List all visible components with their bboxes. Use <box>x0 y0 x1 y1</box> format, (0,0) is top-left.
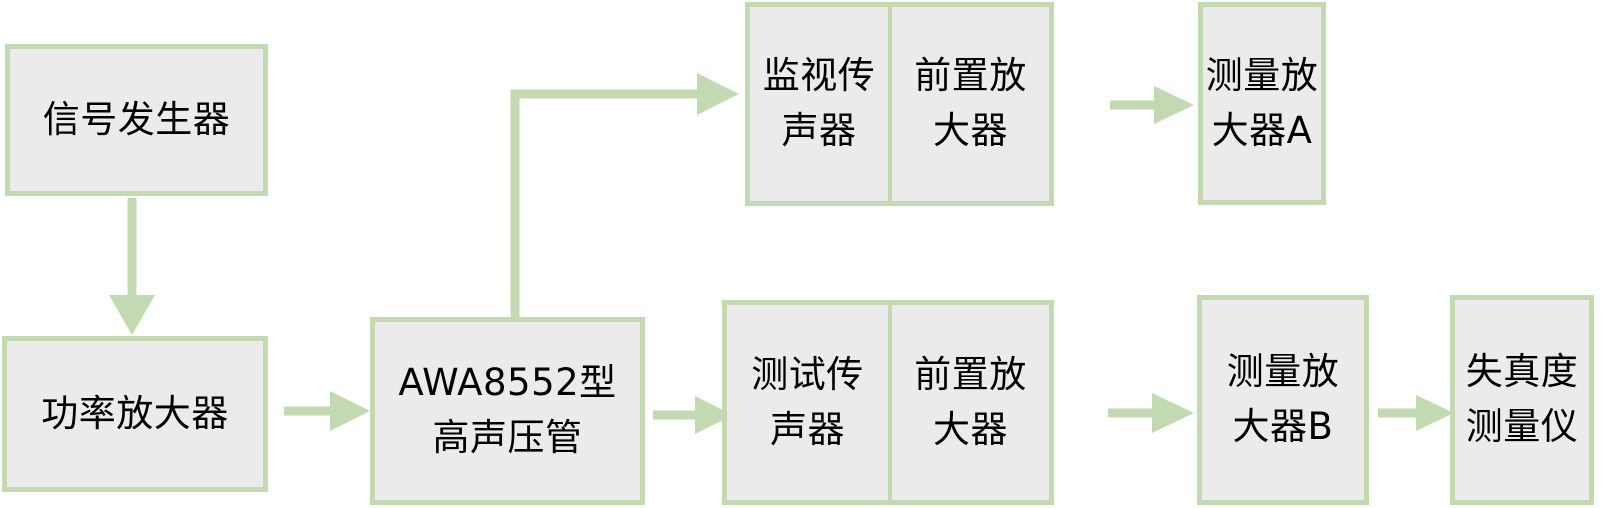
node-label-line: 测量仪 <box>1465 405 1579 448</box>
node-label-line: 前置放 <box>914 352 1027 396</box>
node-distortion-meter[interactable]: 失真度 测量仪 <box>1450 295 1594 505</box>
node-measuring-amplifier-b[interactable]: 测量放 大器B <box>1197 295 1369 505</box>
node-test-microphone[interactable]: 测试传 声器 <box>722 300 891 505</box>
connector-awa8552-to-monitor-microphone <box>505 73 755 330</box>
connector-preamplifier-bottom-to-measuring-amplifier-b <box>1054 392 1204 436</box>
node-label-line: 大器B <box>1232 405 1334 448</box>
node-label-line: AWA8552型 <box>398 361 617 405</box>
node-label-line: 大器 <box>933 109 1008 152</box>
node-label-line: 信号发生器 <box>42 97 231 141</box>
node-power-amplifier[interactable]: 功率放大器 <box>2 336 268 492</box>
node-label-line: 功率放大器 <box>41 391 229 435</box>
node-label-line: 测试传 <box>751 352 864 396</box>
node-label-line: 测量放 <box>1205 53 1319 97</box>
node-preamplifier-bottom[interactable]: 前置放 大器 <box>889 300 1054 505</box>
connector-power-amplifier-to-awa8552 <box>278 390 378 434</box>
connector-signal-generator-to-power-amplifier <box>100 190 170 340</box>
node-label-line: 监视传 <box>762 54 876 98</box>
node-signal-generator[interactable]: 信号发生器 <box>5 44 268 196</box>
connector-awa8552-to-test-microphone <box>645 394 745 438</box>
node-label-line: 高声压管 <box>432 416 583 459</box>
node-label-line: 大器 <box>933 407 1008 451</box>
node-label-line: 测量放 <box>1226 350 1340 394</box>
node-awa8552-high-spl-tube[interactable]: AWA8552型 高声压管 <box>370 317 645 505</box>
node-label-line: 前置放 <box>914 54 1027 98</box>
connector-measuring-amplifier-b-to-distortion-meter <box>1370 392 1470 436</box>
node-preamplifier-top[interactable]: 前置放 大器 <box>889 2 1054 206</box>
node-measuring-amplifier-a[interactable]: 测量放 大器A <box>1198 2 1326 205</box>
node-label-line: 声器 <box>781 109 857 152</box>
connector-preamplifier-top-to-measuring-amplifier-a <box>1054 84 1204 128</box>
node-label-line: 大器A <box>1211 108 1313 152</box>
node-label-line: 失真度 <box>1465 350 1579 394</box>
node-label-line: 声器 <box>770 407 845 451</box>
node-monitor-microphone[interactable]: 监视传 声器 <box>745 2 891 206</box>
